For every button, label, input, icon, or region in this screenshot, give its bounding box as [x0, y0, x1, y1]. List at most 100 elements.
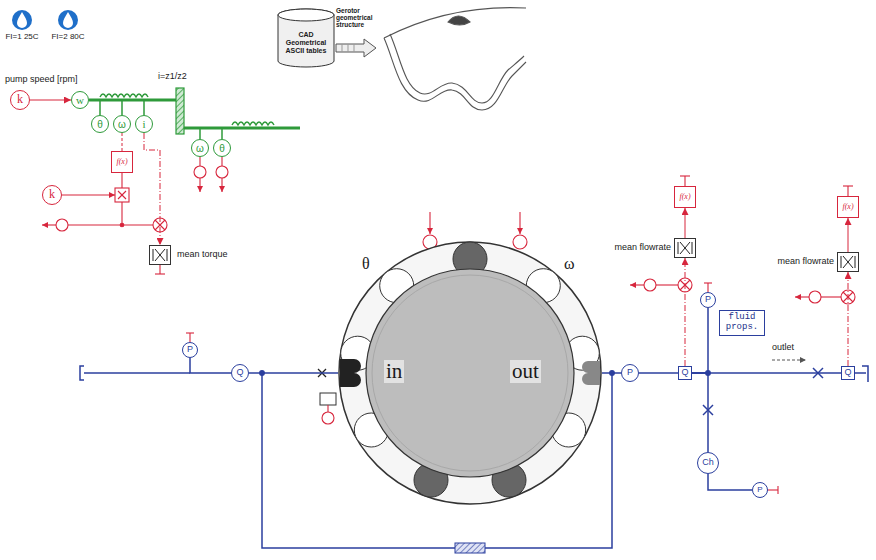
signal-blocks: [121, 173, 122, 188]
drive-shaft: [199, 129, 201, 139]
signal-blocks: [42, 157, 228, 274]
node-label: f(x): [116, 158, 127, 167]
pressure-sensor: P: [752, 482, 768, 498]
function-block: f(x): [111, 151, 133, 173]
node-heading: pump speed [rpm]: [5, 75, 78, 85]
gerotor-profile-sketch: [390, 34, 524, 103]
node-label: θ: [97, 119, 103, 130]
node-label: P: [705, 295, 711, 305]
node-heading: mean flowrate: [777, 257, 834, 267]
pressure-sensor: P: [182, 342, 198, 358]
chamber: Ch: [697, 452, 719, 474]
drive-shaft: [99, 101, 101, 115]
connector: [30, 99, 71, 100]
database-cylinder: [278, 9, 334, 21]
signal-markers: [513, 235, 527, 249]
signal-markers: [644, 279, 656, 291]
signal-markers: [777, 486, 778, 494]
gear-ratio: i=z1/z2: [158, 72, 187, 82]
connector: [692, 372, 841, 374]
constant-source: k: [42, 185, 62, 205]
node-label: Q: [844, 368, 851, 378]
flow-sensor: Q: [231, 364, 249, 382]
node-label: ω: [118, 119, 126, 130]
gerotor-pump: θωinout: [338, 241, 602, 505]
fluid-drop-icon: [17, 12, 27, 28]
mean-torque-block: mean torque: [149, 245, 171, 265]
gerotor-drawing: [582, 361, 600, 385]
drive-shaft: [89, 88, 300, 139]
node-label: θ: [219, 143, 225, 154]
outlet-arrow: [772, 360, 806, 361]
hydraulic-line: [862, 366, 868, 382]
pressure-sensor: P: [621, 364, 639, 382]
hydraulic-line: [855, 372, 866, 374]
averaging-symbol: [680, 242, 690, 254]
node-label: Ch: [702, 458, 714, 468]
signal-markers: [704, 282, 712, 283]
gerotor-profile-sketch: [384, 8, 526, 38]
signal-markers: [809, 291, 821, 303]
signal-markers: [795, 296, 809, 297]
function-block: f(x): [674, 186, 696, 208]
connector: [685, 208, 686, 238]
node-label: f(x): [679, 193, 690, 202]
signal-blocks: [42, 224, 56, 225]
connector: [692, 373, 708, 452]
function-block: f(x): [837, 196, 859, 218]
gerotor-drawing: [338, 241, 602, 505]
angle-symbol: θ: [362, 255, 370, 273]
connector: [708, 474, 752, 490]
signal-markers: [656, 284, 678, 285]
drive-shaft: [176, 88, 184, 134]
signal-markers: [186, 176, 855, 494]
signal-markers: [322, 412, 334, 424]
fluid-drop-icon: [63, 12, 73, 28]
drive-shaft: [100, 94, 148, 97]
drive-shaft: [121, 101, 123, 115]
signal-blocks: [68, 224, 153, 225]
connector: [144, 133, 160, 245]
connector: [122, 133, 123, 151]
mean-flowrate-block: mean flowrate: [674, 238, 696, 258]
node-label: fluid props.: [722, 313, 762, 333]
signal-markers: [186, 332, 194, 333]
drive-shaft: [184, 127, 300, 130]
averaging-symbol: [155, 249, 165, 261]
signal-blocks: [121, 202, 122, 225]
gerotor-profile-sketch: [384, 8, 526, 110]
fluid-index: FI=1 25C: [5, 33, 38, 42]
averaging-symbol: [155, 249, 165, 261]
mean-flowrate-block: mean flowrate: [837, 252, 859, 272]
signal-blocks: [221, 157, 222, 166]
signal-markers: [630, 284, 644, 285]
speed-source: pump speed [rpm]k: [10, 90, 30, 110]
node-label: k: [17, 93, 23, 106]
averaging-symbol: [153, 249, 154, 261]
node-label: CAD Geometrical ASCII tables: [281, 31, 331, 54]
geometry-import-arrow: [342, 44, 343, 52]
signal-blocks: [118, 191, 126, 199]
signal-markers: [429, 212, 430, 234]
signal-markers: [821, 296, 841, 297]
signal-markers: [684, 176, 685, 186]
node-label: P: [187, 345, 193, 355]
averaging-symbol: [167, 249, 168, 261]
hydraulic-line: [84, 372, 190, 374]
fluid-drop-icon: [12, 10, 32, 30]
node-label: i: [142, 118, 145, 130]
signal-blocks: [221, 178, 222, 192]
signal-markers: [847, 186, 848, 196]
angle-symbol: ω: [564, 255, 575, 273]
drive-shaft: [89, 99, 176, 102]
flow-sensor: Q: [678, 366, 692, 380]
shaft-sensor: i: [135, 115, 153, 133]
node-label: f(x): [842, 203, 853, 212]
node-heading: mean flowrate: [614, 243, 671, 253]
signal-blocks: [155, 273, 165, 274]
connector: [692, 308, 708, 373]
averaging-symbol: [855, 256, 856, 268]
shaft-sensor: θ: [91, 115, 109, 133]
signal-blocks: [62, 194, 115, 195]
